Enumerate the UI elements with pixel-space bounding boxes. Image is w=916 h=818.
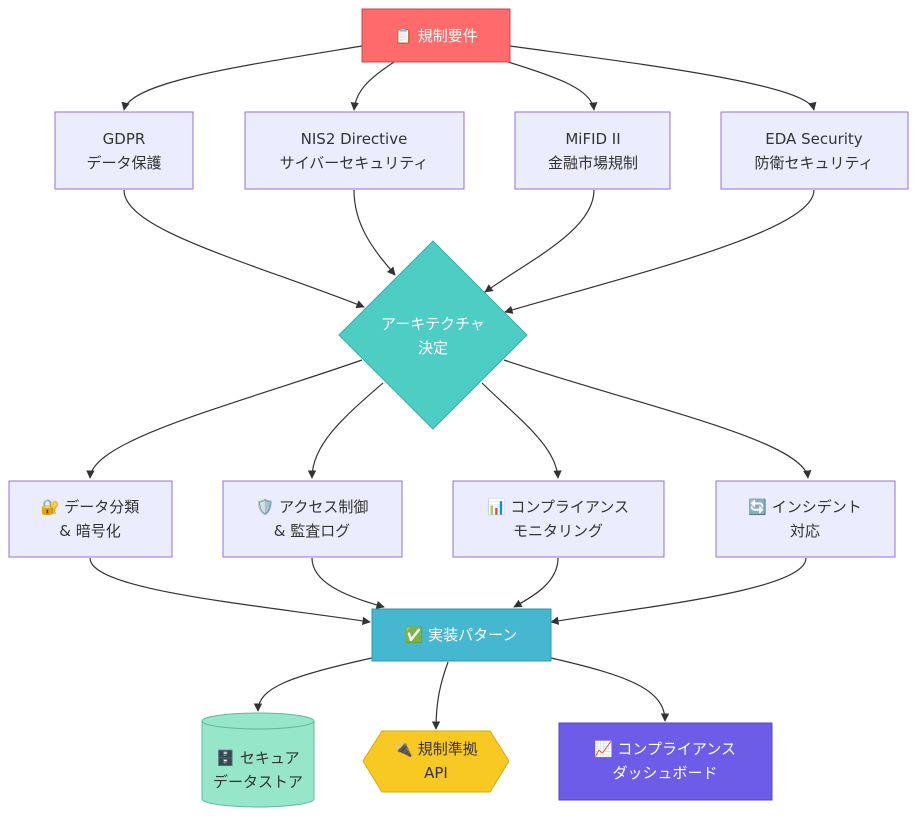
- edge-decision-access: [307, 382, 384, 479]
- classify-subtitle: & 暗号化: [59, 522, 120, 540]
- edge-eda-decision: [504, 189, 815, 314]
- classify-title: 🔐 データ分類: [41, 498, 139, 516]
- monitor-title: 📊 コンプライアンス: [487, 498, 629, 516]
- gdpr-node[interactable]: GDPR データ保護: [54, 111, 194, 190]
- nis2-title: NIS2 Directive: [301, 130, 408, 148]
- requirements-node[interactable]: 📋 規制要件: [361, 8, 511, 63]
- edge-mifid-decision: [484, 189, 595, 293]
- store-subtitle: データストア: [213, 773, 303, 791]
- decision-subtitle: 決定: [418, 339, 448, 357]
- edge-patterns-store: [253, 657, 373, 712]
- edge-classify-patterns: [89, 557, 371, 626]
- eda-subtitle: 防衛セキュリティ: [754, 154, 873, 172]
- requirements-label: 📋 規制要件: [394, 27, 477, 45]
- nis2-subtitle: サイバーセキュリティ: [280, 154, 429, 172]
- edge-requirements-nis2: [350, 61, 395, 111]
- edge-access-patterns: [311, 557, 385, 610]
- mifid-subtitle: 金融市場規制: [548, 154, 638, 172]
- edge-decision-classify: [86, 359, 363, 479]
- edge-patterns-api: [431, 661, 449, 730]
- decision-title: アーキテクチャ: [381, 315, 485, 333]
- edge-decision-monitor: [481, 382, 562, 479]
- edge-requirements-gdpr: [121, 45, 363, 111]
- edge-nis2-decision: [353, 189, 396, 276]
- incident-node[interactable]: 🔄 インシデント 対応: [715, 480, 896, 558]
- edge-decision-incident: [503, 359, 812, 479]
- monitor-node[interactable]: 📊 コンプライアンス モニタリング: [452, 480, 665, 558]
- edge-gdpr-decision: [123, 189, 365, 309]
- access-subtitle: & 監査ログ: [274, 522, 350, 540]
- monitor-subtitle: モニタリング: [513, 522, 603, 540]
- decision-node[interactable]: アーキテクチャ 決定: [338, 240, 528, 430]
- api-title: 🔌 規制準拠: [394, 740, 477, 758]
- edge-requirements-eda: [509, 45, 817, 111]
- classify-node[interactable]: 🔐 データ分類 & 暗号化: [8, 480, 173, 558]
- dashboard-title: 📈 コンプライアンス: [594, 740, 736, 758]
- incident-title: 🔄 インシデント: [748, 498, 861, 516]
- edge-monitor-patterns: [513, 557, 559, 608]
- nis2-node[interactable]: NIS2 Directive サイバーセキュリティ: [244, 111, 465, 190]
- store-node[interactable]: 🗄️ セキュア データストア: [201, 712, 315, 808]
- eda-node[interactable]: EDA Security 防衛セキュリティ: [720, 111, 909, 190]
- edge-requirements-mifid: [507, 61, 598, 111]
- dashboard-node[interactable]: 📈 コンプライアンス ダッシュボード: [558, 722, 773, 801]
- patterns-label: ✅ 実装パターン: [405, 626, 518, 644]
- dashboard-subtitle: ダッシュボード: [612, 764, 717, 782]
- gdpr-title: GDPR: [103, 130, 146, 148]
- edge-incident-patterns: [550, 557, 807, 625]
- access-title: 🛡️ アクセス制御: [256, 498, 369, 516]
- api-subtitle: API: [424, 764, 448, 782]
- access-node[interactable]: 🛡️ アクセス制御 & 監査ログ: [222, 480, 403, 558]
- patterns-node[interactable]: ✅ 実装パターン: [371, 608, 552, 662]
- mifid-node[interactable]: MiFID II 金融市場規制: [514, 111, 671, 190]
- mifid-title: MiFID II: [565, 130, 620, 148]
- incident-subtitle: 対応: [790, 522, 820, 540]
- edges: [86, 45, 817, 730]
- edge-patterns-dashboard: [550, 657, 670, 722]
- store-title: 🗄️ セキュア: [216, 749, 299, 767]
- gdpr-subtitle: データ保護: [86, 154, 161, 172]
- eda-title: EDA Security: [765, 130, 863, 148]
- api-node[interactable]: 🔌 規制準拠 API: [362, 730, 510, 793]
